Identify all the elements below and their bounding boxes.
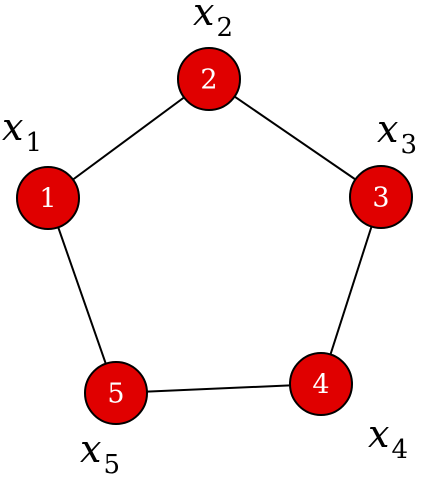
node-2: 2 <box>177 47 241 111</box>
nodes-layer: 1 2 3 4 5 <box>16 47 413 425</box>
edge-1-2 <box>47 78 210 199</box>
variable-label-1: x1 <box>2 105 42 158</box>
node-5: 5 <box>84 361 148 425</box>
node-3: 3 <box>349 165 413 229</box>
variable-subscript: 5 <box>103 450 120 479</box>
variable-name: x <box>2 105 23 149</box>
edge-4-5 <box>115 383 322 394</box>
variable-label-2: x2 <box>193 0 233 43</box>
node-number: 3 <box>372 183 389 214</box>
variable-label-4: x4 <box>368 412 408 465</box>
variable-name: x <box>377 107 398 151</box>
variable-name: x <box>80 427 101 471</box>
node-number: 2 <box>200 65 217 96</box>
edge-2-3 <box>208 78 382 198</box>
variable-label-5: x5 <box>80 427 120 479</box>
variable-name: x <box>193 0 214 34</box>
node-circle <box>177 47 241 111</box>
variable-subscript: 3 <box>400 130 417 160</box>
variable-label-3: x3 <box>377 107 417 160</box>
edges-layer <box>47 78 382 394</box>
node-4: 4 <box>289 352 353 416</box>
edge-5-1 <box>47 197 117 394</box>
variable-subscript: 4 <box>391 435 408 465</box>
edge-3-4 <box>320 196 382 385</box>
variable-subscript: 2 <box>216 13 233 43</box>
variable-subscript: 1 <box>25 128 42 158</box>
variable-name: x <box>368 412 389 456</box>
node-circle <box>289 352 353 416</box>
node-number: 1 <box>39 184 56 215</box>
node-number: 5 <box>107 379 124 410</box>
node-circle <box>16 166 80 230</box>
node-number: 4 <box>312 370 329 401</box>
node-circle <box>84 361 148 425</box>
node-circle <box>349 165 413 229</box>
node-1: 1 <box>16 166 80 230</box>
